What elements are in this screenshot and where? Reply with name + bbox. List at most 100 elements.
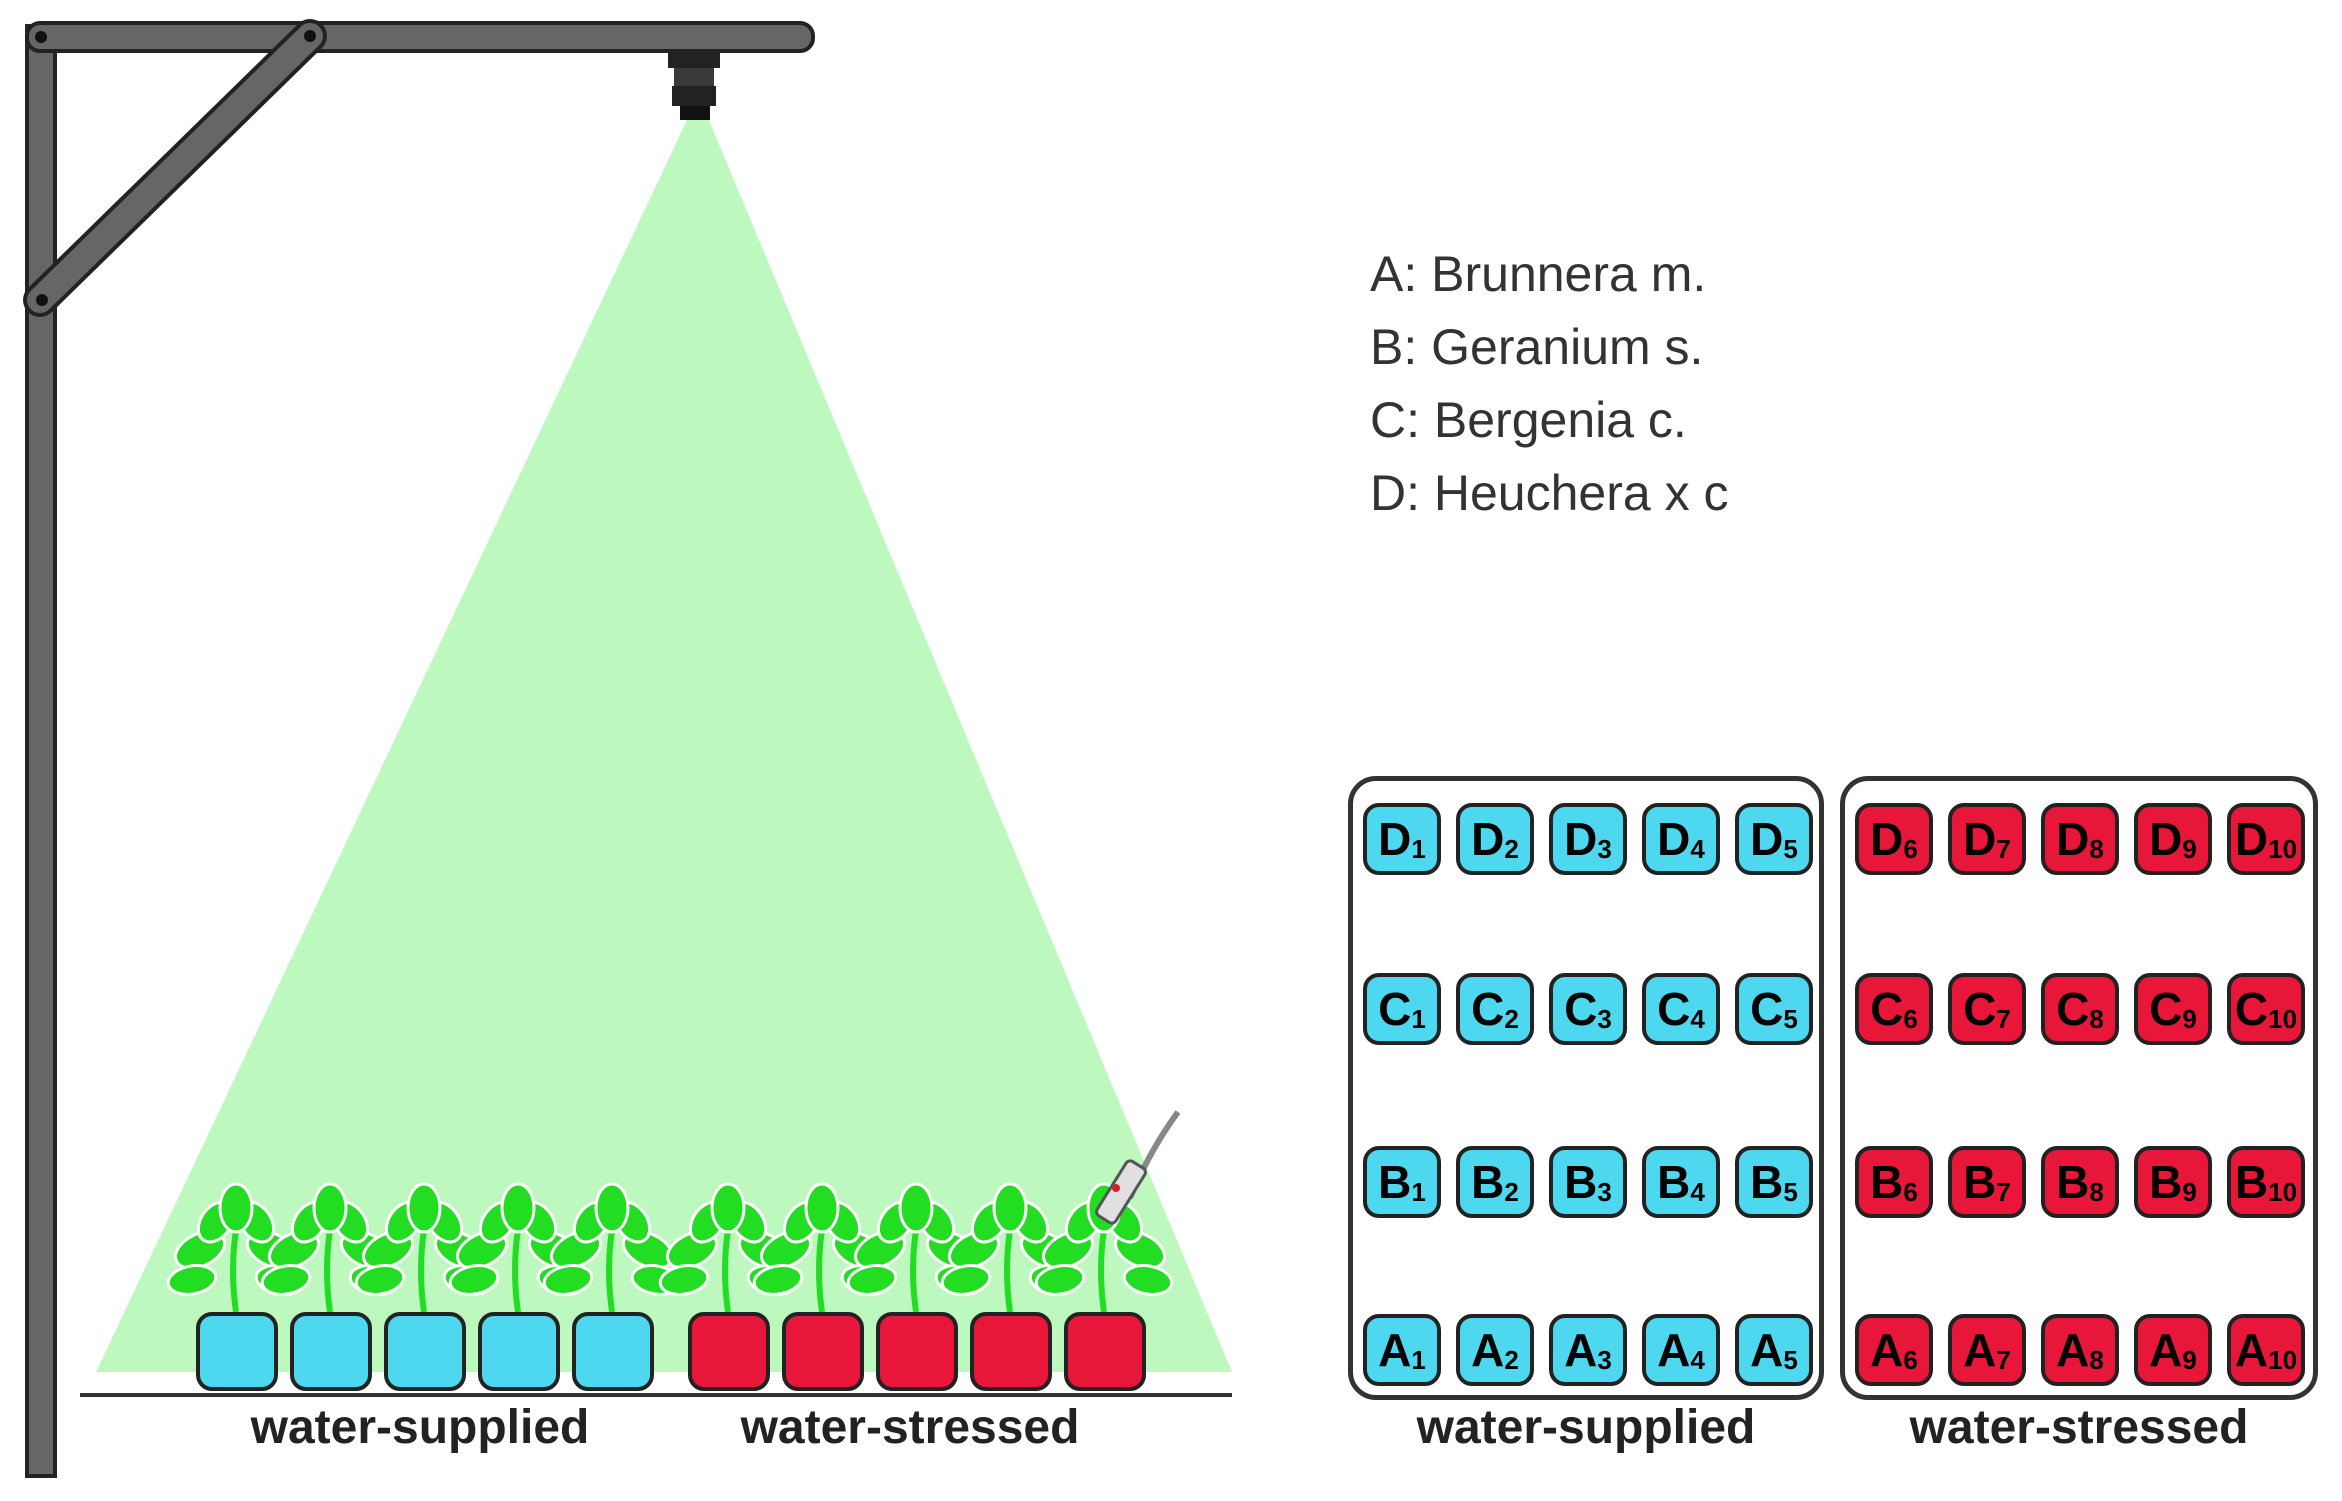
plant-leaf bbox=[992, 1182, 1028, 1234]
pot-letter: D bbox=[1870, 813, 1904, 865]
pot-number: 1 bbox=[1411, 1344, 1426, 1375]
pot-number: 3 bbox=[1597, 1344, 1612, 1375]
pot-letter: A bbox=[2234, 1324, 2269, 1376]
pot-letter: B bbox=[1657, 1156, 1691, 1208]
side-pot-row bbox=[196, 1312, 1146, 1391]
pot-letter: B bbox=[1378, 1156, 1412, 1208]
pot-number: 2 bbox=[1504, 1176, 1519, 1207]
pot-letter: B bbox=[2056, 1156, 2090, 1208]
pot-number: 3 bbox=[1597, 833, 1612, 864]
pot-number: 5 bbox=[1783, 833, 1798, 864]
pot-number: 2 bbox=[1504, 1344, 1519, 1375]
pot-letter: B bbox=[1963, 1156, 1997, 1208]
pot-letter: C bbox=[1471, 983, 1505, 1035]
plant-leaf bbox=[542, 1264, 594, 1296]
side-pot-water-stressed bbox=[970, 1312, 1052, 1391]
pot-letter: C bbox=[1378, 983, 1412, 1035]
pot-letter: B bbox=[1564, 1156, 1598, 1208]
pot-letter: B bbox=[1750, 1156, 1784, 1208]
side-label-water-stressed: water-stressed bbox=[740, 1401, 1080, 1454]
pot-number: 5 bbox=[1783, 1176, 1798, 1207]
pot-letter: A bbox=[1471, 1324, 1505, 1376]
pot-number: 4 bbox=[1690, 1003, 1705, 1034]
plant-stem bbox=[722, 1229, 731, 1313]
pot-number: 7 bbox=[1996, 833, 2011, 864]
pot-number: 9 bbox=[2182, 1344, 2197, 1375]
plant-stem bbox=[230, 1229, 239, 1313]
camera-icon bbox=[668, 48, 720, 120]
pot-letter: C bbox=[2056, 983, 2090, 1035]
pot-number: 1 bbox=[1411, 1176, 1426, 1207]
plant-stem bbox=[418, 1229, 427, 1313]
pot-letter: C bbox=[1657, 983, 1691, 1035]
pot-number: 10 bbox=[2268, 1003, 2298, 1034]
light-cone bbox=[96, 118, 1232, 1372]
pot-number: 8 bbox=[2089, 1344, 2104, 1375]
plant-stem bbox=[512, 1229, 521, 1313]
pot-number: 8 bbox=[2089, 1176, 2104, 1207]
pot-letter: A bbox=[2056, 1324, 2090, 1376]
pot-letter: C bbox=[1963, 983, 1997, 1035]
pot-number: 8 bbox=[2089, 833, 2104, 864]
pot-number: 8 bbox=[2089, 1003, 2104, 1034]
pot-letter: D bbox=[1963, 813, 1997, 865]
pot-letter: C bbox=[1750, 983, 1784, 1035]
pot-letter: C bbox=[1564, 983, 1598, 1035]
pot-number: 3 bbox=[1597, 1003, 1612, 1034]
plant-leaf bbox=[448, 1264, 500, 1296]
pot-number: 2 bbox=[1504, 1003, 1519, 1034]
layout-label-water-stressed: water-stressed bbox=[1909, 1401, 2249, 1454]
pot-letter: A bbox=[1750, 1324, 1784, 1376]
pot-letter: A bbox=[2149, 1324, 2183, 1376]
plant-stem bbox=[1004, 1229, 1013, 1313]
pot-number: 10 bbox=[2268, 1176, 2298, 1207]
pot-letter: B bbox=[2234, 1156, 2269, 1208]
pot-number: 9 bbox=[2182, 1003, 2197, 1034]
pot-letter: C bbox=[2149, 983, 2183, 1035]
pot-letter: C bbox=[1870, 983, 1904, 1035]
pot-number: 6 bbox=[1903, 1003, 1918, 1034]
side-label-water-supplied: water-supplied bbox=[250, 1401, 590, 1454]
species-legend: A: Brunnera m. B: Geranium s. C: Bergeni… bbox=[1370, 238, 1728, 530]
plant-stem bbox=[1098, 1229, 1107, 1313]
plant-leaf bbox=[898, 1182, 934, 1234]
pot-number: 6 bbox=[1903, 833, 1918, 864]
pot-letter: A bbox=[1378, 1324, 1412, 1376]
pot-letter: C bbox=[2234, 983, 2269, 1035]
side-pot-water-stressed bbox=[782, 1312, 864, 1391]
pot-number: 7 bbox=[1996, 1344, 2011, 1375]
pot-letter: D bbox=[1471, 813, 1505, 865]
plant-leaf bbox=[752, 1264, 804, 1296]
side-pot-water-supplied bbox=[384, 1312, 466, 1391]
pot-number: 3 bbox=[1597, 1176, 1612, 1207]
plant-leaf bbox=[166, 1264, 218, 1296]
legend-item-d: D: Heuchera x c bbox=[1370, 465, 1729, 521]
gantry-frame bbox=[23, 19, 815, 1478]
plant-leaf bbox=[658, 1264, 710, 1296]
plant-stem bbox=[324, 1229, 333, 1313]
legend-item-c: C: Bergenia c. bbox=[1370, 392, 1687, 448]
plant-leaf bbox=[1034, 1264, 1086, 1296]
pot-letter: D bbox=[1564, 813, 1598, 865]
legend-item-b: B: Geranium s. bbox=[1370, 319, 1704, 375]
